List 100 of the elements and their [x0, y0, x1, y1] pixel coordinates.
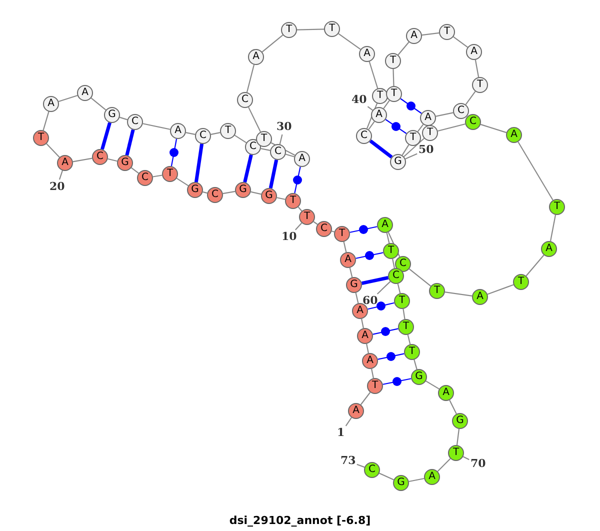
backbone-line [210, 132, 220, 135]
backbone-line [42, 112, 50, 130]
backbone-line [383, 100, 390, 109]
nucleotide-circle: C [127, 114, 143, 130]
backbone-line [402, 144, 410, 156]
leader-line [58, 170, 63, 180]
leader-line [356, 464, 365, 468]
nucleotide-circle: T [549, 199, 565, 215]
backbone-line [386, 232, 390, 244]
backbone-line [392, 68, 394, 86]
backbone-line [246, 64, 255, 92]
backbone-line [296, 28, 324, 30]
backbone-line [474, 60, 480, 78]
backbone-line [202, 191, 208, 194]
base-pair-bond [194, 144, 204, 182]
leader-line [376, 281, 391, 294]
backbone-line [46, 143, 60, 158]
backbone-line [234, 134, 247, 144]
nucleotide-circle: T [422, 125, 438, 141]
nucleotide-circle: G [261, 188, 277, 204]
backbone-line [176, 178, 189, 186]
backbone-line [407, 334, 411, 344]
nucleotide-circle: T [513, 274, 529, 290]
nucleotide-circle: G [346, 277, 362, 293]
nucleotide-circle: A [371, 107, 387, 123]
nucleotide-circle: C [245, 139, 261, 155]
nucleotide-circle: T [383, 243, 399, 259]
nucleotide-circle: C [453, 103, 469, 119]
backbone-line [248, 106, 261, 132]
nucleotide-circle: C [465, 114, 481, 130]
nucleotide-circle: A [466, 44, 482, 60]
nucleotide-circle: C [137, 170, 153, 186]
backbone-line [262, 34, 284, 52]
backbone-line [404, 138, 424, 158]
base-pair-bond [243, 154, 253, 183]
backbone-line [152, 174, 162, 178]
nucleotide-circle: A [506, 127, 522, 143]
backbone-line [397, 284, 401, 294]
backbone-line [250, 191, 262, 195]
backbone-line [398, 42, 410, 56]
backbone-line [343, 242, 347, 252]
backbone-line [368, 61, 378, 89]
nucleotide-circle: G [393, 475, 409, 491]
nucleotide-circle: C [237, 92, 253, 108]
position-number: 50 [418, 144, 434, 156]
backbone-line [438, 123, 466, 132]
nucleotide-circle: A [170, 123, 186, 139]
nucleotide-circle: T [385, 53, 401, 69]
nucleotide-circle: C [395, 256, 411, 272]
position-number: 70 [470, 458, 486, 470]
nucleotide-circle: G [452, 413, 468, 429]
nucleotide-circle: A [348, 403, 364, 419]
nucleotide-circle: T [367, 378, 383, 394]
nucleotide-circle: A [77, 85, 93, 101]
backbone-line [355, 292, 359, 304]
nucleotide-circle: A [377, 217, 393, 233]
position-number: 40 [352, 94, 367, 106]
backbone-line [349, 268, 353, 278]
backbone-line [444, 292, 472, 296]
backbone-line [120, 116, 128, 120]
backbone-line [449, 400, 457, 414]
backbone-line [90, 98, 106, 110]
nucleotide-circle: A [406, 28, 422, 44]
nucleotide-circle: T [472, 77, 488, 93]
nucleotide-circle: A [359, 46, 375, 62]
leader-line [279, 134, 283, 144]
nucleotide-circle: C [364, 462, 380, 478]
backbone-line [436, 112, 454, 117]
backbone-line [422, 32, 440, 36]
nucleotide-circle: T [256, 131, 272, 147]
backbone-line [388, 232, 400, 257]
nucleotide-circle: A [357, 328, 373, 344]
nucleotide-circle: C [388, 268, 404, 284]
backbone-line [453, 36, 468, 48]
nucleotide-circle: T [281, 22, 297, 38]
backbone-line [426, 380, 440, 390]
nucleotide-circle: A [420, 110, 436, 126]
backbone-line [286, 154, 294, 158]
backbone-line [360, 392, 371, 405]
nucleotide-circle: C [316, 221, 332, 237]
nucleotide-circle: T [220, 123, 236, 139]
position-number: 20 [50, 181, 65, 193]
leader-line [367, 106, 373, 111]
backbone-line [480, 124, 507, 134]
nucleotide-circle: G [411, 369, 427, 385]
nucleotide-circle: T [33, 130, 49, 146]
nucleotide-circle: A [352, 303, 368, 319]
backbone-line [338, 33, 361, 50]
base-pair-bond [361, 276, 389, 286]
nucleotide-circle: C [195, 128, 211, 144]
backbone-line [487, 284, 514, 295]
nucleotide-circle: A [362, 353, 378, 369]
backbone-line [108, 158, 118, 162]
base-pair-bond [100, 122, 112, 150]
nucleotide-circle: C [270, 144, 286, 160]
nucleotide-circle: T [439, 24, 455, 40]
nucleotide-circle: T [285, 193, 301, 209]
nucleotide-circle: T [334, 226, 350, 242]
position-number: 30 [276, 121, 292, 133]
backbone-line [131, 167, 139, 174]
